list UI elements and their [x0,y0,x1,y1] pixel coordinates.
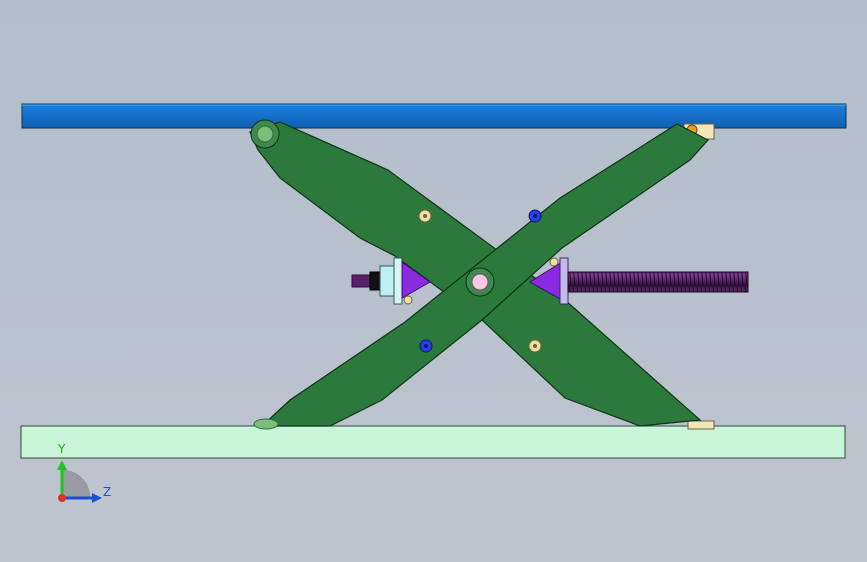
right-nut-assembly[interactable] [529,257,569,305]
pivot-bottom-left [253,418,279,430]
base-plate[interactable] [20,425,846,459]
y-axis-label: Y [58,442,66,456]
left-nut-assembly[interactable] [351,257,431,305]
leadscrew[interactable] [567,271,749,293]
coordinate-triad [57,460,102,503]
lower-right-block [687,420,715,430]
x-axis-dot [58,494,66,502]
top-plate[interactable] [21,103,847,129]
z-axis-label: Z [103,485,112,499]
